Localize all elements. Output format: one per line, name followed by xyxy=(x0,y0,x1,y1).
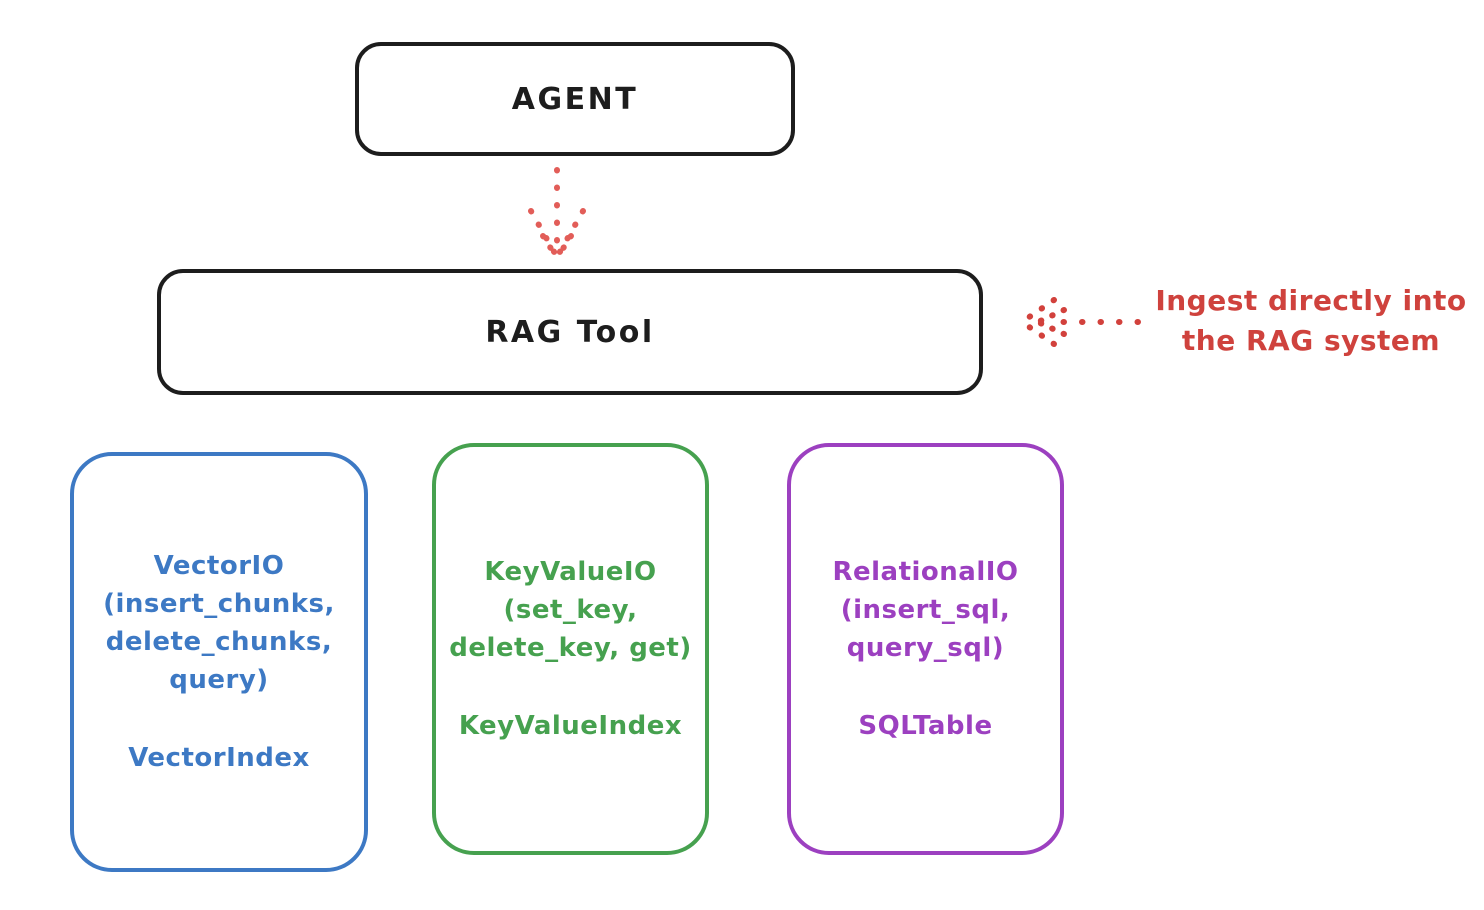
rag-tool-node-label: RAG Tool xyxy=(485,314,655,350)
agent-node-label: AGENT xyxy=(511,81,639,117)
annotation-to-rag-arrow xyxy=(1019,297,1141,347)
ingest-annotation-line2: the RAG system xyxy=(1181,324,1441,357)
keyvalue-index-label: KeyValueIndex xyxy=(458,711,683,741)
ingest-annotation: Ingest directly into the RAG system xyxy=(1145,281,1477,361)
rag-tool-node: RAG Tool xyxy=(157,269,983,395)
keyvalueio-line: (set_key, xyxy=(503,595,638,625)
vectorio-text: VectorIO (insert_chunks, delete_chunks, … xyxy=(74,547,364,777)
keyvalueio-line: KeyValueIO xyxy=(484,557,657,587)
relationalio-line: (insert_sql, xyxy=(840,595,1011,625)
relationalio-line: query_sql) xyxy=(846,633,1005,663)
keyvalueio-text: KeyValueIO (set_key, delete_key, get) Ke… xyxy=(436,553,705,745)
keyvalueio-box: KeyValueIO (set_key, delete_key, get) Ke… xyxy=(432,443,709,855)
keyvalueio-line: delete_key, get) xyxy=(449,633,692,663)
vectorio-box: VectorIO (insert_chunks, delete_chunks, … xyxy=(70,452,368,872)
agent-node: AGENT xyxy=(355,42,795,156)
agent-to-rag-arrow xyxy=(528,167,586,261)
ingest-annotation-line1: Ingest directly into xyxy=(1155,284,1467,317)
relationalio-text: RelationalIO (insert_sql, query_sql) SQL… xyxy=(791,553,1060,745)
vectorio-line: query) xyxy=(169,665,269,695)
relationalio-box: RelationalIO (insert_sql, query_sql) SQL… xyxy=(787,443,1064,855)
vector-index-label: VectorIndex xyxy=(128,743,310,773)
sqltable-label: SQLTable xyxy=(858,711,993,741)
vectorio-line: delete_chunks, xyxy=(105,627,333,657)
relationalio-line: RelationalIO xyxy=(832,557,1019,587)
vectorio-line: VectorIO xyxy=(153,551,285,581)
vectorio-line: (insert_chunks, xyxy=(103,589,335,619)
